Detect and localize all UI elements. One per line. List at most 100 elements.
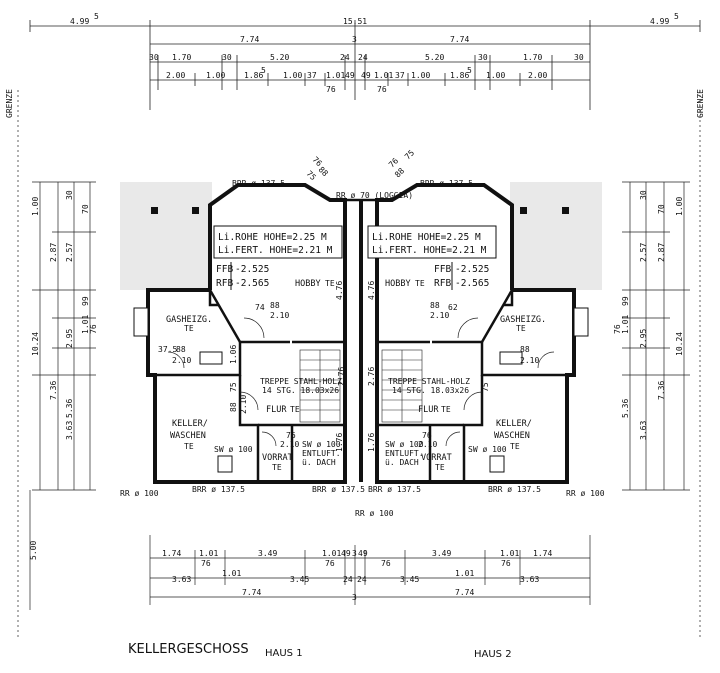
dim-row3-l-sup: 5 [261,66,266,75]
dim-row3-r2: 37 [395,71,405,80]
dim-row3-l6: 49 [345,71,355,80]
haus1-d210c: 2.10 [239,395,248,414]
haus2-rfb: RFB [434,278,451,289]
rdim-e: 3.63 [639,421,648,440]
ldim-l: 70 [81,204,90,214]
dim-sub-76-right: 76 [377,85,387,94]
dim-row3-l1: 1.00 [206,71,225,80]
haus1-d885: 88 [176,345,186,354]
haus1-treppe-1: TREPPE STAHL-HOLZ [260,377,342,386]
dim-row2-l1: 1.70 [172,53,191,62]
haus2-d62: 62 [448,303,458,312]
haus1-gasheizg: GASHEIZG. [166,315,212,325]
bdim-r1-r1: 3.49 [432,549,451,558]
haus1-waschen: WASCHEN [170,431,206,441]
haus1-hobby: HOBBY [295,279,321,289]
dim-row3-l3: 1.00 [283,71,302,80]
haus2-d210d: 2.10 [418,440,437,449]
haus1-d210d: 2.10 [280,440,299,449]
building-walls [146,183,576,484]
haus2-info-box: Li.ROHE HOHE=2.25 M Li.FERT. HOHE=2.21 M… [367,225,497,290]
right-dimension-chains [622,181,690,491]
haus1-d276: 2.76 [337,367,346,386]
rdim-a: 1.00 [675,197,684,216]
ldim-total: 10.24 [31,332,40,356]
bdim-r1-r3: 1.74 [533,549,552,558]
haus1-d88b: 88 [229,402,238,412]
dim-row3-l0: 2.00 [166,71,185,80]
haus2-d276: 2.76 [367,367,376,386]
dim-row2-r0: 24 [358,53,368,62]
haus2-hobby-h: 4.76 [367,281,376,300]
bdim-r2-r2: 1.01 [455,569,474,578]
ldim-m: 5.00 [29,541,38,560]
dim-row3-r5: 1.00 [486,71,505,80]
dim-outer-left-sup: 5 [94,12,99,21]
ldim-g: 2.95 [65,329,74,348]
dim-row3-l4: 37 [307,71,317,80]
bdim-r1-r0: 49 [358,549,368,558]
ldim-d: 7.36 [49,381,58,400]
right-dimension-labels: 10.24 1.00 2.87 2.57 7.36 3.63 5.36 2.95… [613,190,684,440]
haus1-flur: FLUR [266,405,287,415]
bdim-r2-l1: 1.01 [222,569,241,578]
grenze-left: GRENZE [5,89,14,118]
dim-overall: 15.51 [343,17,367,26]
haus2-entluft: ENTLUFT. [385,449,424,458]
haus1-keller-te: TE [184,442,194,451]
haus2-brr: BRR ø 137.5 [488,485,541,494]
haus2-brr3: BRR ø 137.5 [420,179,473,188]
dim-row3-r0: 49 [361,71,371,80]
left-dimension-chains [29,181,96,610]
haus1-hobby-h: 4.76 [335,281,344,300]
haus1-d106: 1.06 [229,345,238,364]
dim-row3-r4: 1.86 [450,71,469,80]
haus1-brr: BRR ø 137.5 [192,485,245,494]
door-swings [167,317,555,447]
haus2-rfb-val: -2.565 [455,278,489,289]
bdim-sub-1: 76 [325,559,335,568]
bdim-r1-r2: 1.01 [500,549,519,558]
bdim-r2-l0: 3.63 [172,575,191,584]
haus1-rr70: RR ø 70 (LOGGIA) [336,191,413,200]
haus2-d210b: 2.10 [520,356,539,365]
haus1-d88: 88 [270,301,280,310]
dim-row2-r1: 5.20 [425,53,444,62]
bdim-r2-r0: 24 [357,575,367,584]
label-haus1: HAUS 1 [265,648,303,659]
haus1-d210: 2.10 [270,311,289,320]
haus2-gasheizg-te: TE [516,324,526,333]
bdim-r1-l0: 1.74 [162,549,181,558]
haus1-sw2: SW ø 100 [302,440,341,449]
ldim-b: 2.87 [49,243,58,262]
dim-center: 3 [352,35,357,44]
haus2-brr2: BRR ø 137.5 [368,485,421,494]
haus1-entluft: ENTLUFT. [302,449,341,458]
haus1-dach: ü. DACH [302,458,336,467]
haus1-gasheizg-te: TE [184,324,194,333]
haus1-flur-te: TE [290,405,300,414]
dim-outer-left: 4.99 [70,17,89,26]
rdim-g: 2.95 [639,329,648,348]
haus1-li-fert: Li.FERT. HOHE=2.21 M [218,245,333,256]
haus1-brr2: BRR ø 137.5 [312,485,365,494]
stairs-haus2 [381,349,423,423]
plan-title: KELLERGESCHOSS [128,642,249,657]
rdim-i: 99 [621,296,630,306]
bdim-r2-r1: 3.45 [400,575,419,584]
left-dimension-labels: 10.24 1.00 2.87 2.57 7.36 3.63 5.36 2.95… [29,190,98,560]
bdim-r1-l3: 1.01 [322,549,341,558]
haus1-li-rohe: Li.ROHE HOHE=2.25 M [218,232,327,243]
rdim-k: 30 [639,190,648,200]
bottom-dimension-labels: RR ø 100 1.74 1.01 3.49 1.01 49 3 49 3.4… [162,509,552,602]
haus2-rr: RR ø 100 [566,489,605,498]
haus1-d76: 76 [286,431,296,440]
bdim-r1-l4: 49 [341,549,351,558]
haus2-sw: SW ø 100 [468,445,507,454]
dim-row3-r1: 1.01 [374,71,393,80]
bdim-sub-0: 76 [201,559,211,568]
haus1-d74: 74 [255,303,265,312]
ldim-k: 30 [65,190,74,200]
ldim-i: 99 [81,296,90,306]
